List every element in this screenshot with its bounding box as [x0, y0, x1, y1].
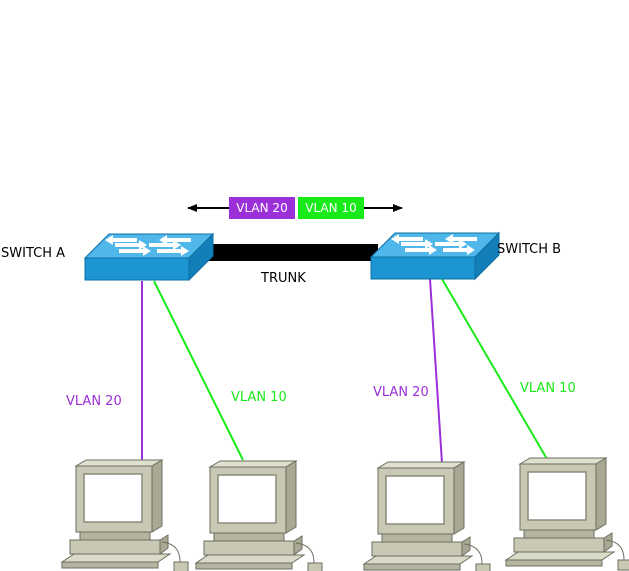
link-b-vlan10-label: VLAN 10: [520, 381, 576, 396]
link-a-vlan20-label: VLAN 20: [66, 394, 122, 409]
trunk-tag-vlan10: VLAN 10: [298, 197, 364, 219]
trunk-label: TRUNK: [261, 271, 306, 286]
link-a-vlan10: [153, 280, 244, 461]
computer-a2-icon: [195, 460, 323, 571]
switch-a-label: SWITCH A: [1, 246, 65, 261]
computer-b2-icon: [505, 457, 629, 571]
trunk-tag-vlan20: VLAN 20: [229, 197, 295, 219]
switch-a-icon: [84, 233, 214, 281]
trunk-link: [186, 244, 378, 261]
computer-b1-icon: [363, 461, 491, 571]
switch-b-label: SWITCH B: [497, 242, 562, 257]
computer-a1-icon: [61, 459, 189, 571]
link-b-vlan10: [441, 278, 548, 460]
link-b-vlan20-label: VLAN 20: [373, 385, 429, 400]
switch-b-icon: [370, 232, 500, 280]
link-a-vlan10-label: VLAN 10: [231, 390, 287, 405]
link-b-vlan20: [429, 278, 443, 464]
